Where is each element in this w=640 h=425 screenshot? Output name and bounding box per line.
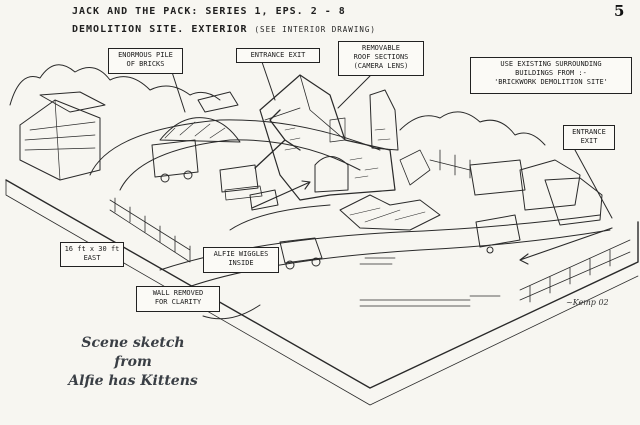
label-roof-line2: ROOF SECTIONS	[353, 53, 409, 61]
rubble	[339, 194, 441, 231]
label-dimensions: 16 ft x 30 ft EAST	[60, 242, 124, 267]
label-dimensions-line2: EAST	[83, 254, 101, 262]
page-number: 5	[614, 2, 625, 20]
label-wall-line1: WALL REMOVED	[152, 289, 204, 297]
label-entrance-exit-right: ENTRANCE EXIT	[563, 125, 615, 150]
scene-caption: Scene sketch from Alfie has Kittens	[58, 334, 208, 391]
label-bricks: ENORMOUS PILE OF BRICKS	[108, 48, 183, 74]
ground-plane-outline	[5, 179, 639, 389]
label-wall-line2: FOR CLARITY	[154, 298, 202, 306]
caption-line1: Scene sketch	[81, 335, 185, 351]
sheet-subtitle: DEMOLITION SITE. EXTERIOR (SEE INTERIOR …	[72, 24, 376, 35]
sheet-subtitle-note: (SEE INTERIOR DRAWING)	[254, 25, 376, 34]
label-entrance-right-line2: EXIT	[580, 137, 598, 145]
label-wall-removed: WALL REMOVED FOR CLARITY	[136, 286, 220, 312]
brick-pile	[159, 117, 241, 143]
label-existing-buildings: USE EXISTING SURROUNDING BUILDINGS FROM …	[470, 57, 632, 94]
sheet-title: JACK AND THE PACK: SERIES 1, EPS. 2 - 8	[72, 6, 346, 17]
artist-signature: ~Kemp 02	[566, 298, 609, 307]
label-dimensions-line1: 16 ft x 30 ft	[64, 245, 120, 253]
ruined-building	[259, 74, 396, 201]
label-roof-sections: REMOVABLE ROOF SECTIONS (CAMERA LENS)	[338, 41, 424, 76]
jeep	[279, 237, 323, 264]
label-alfie-wiggles: ALFIE WIGGLES INSIDE	[203, 247, 279, 273]
caption-line3: Alfie has Kittens	[68, 373, 198, 389]
label-bricks-line1: ENORMOUS PILE	[118, 51, 173, 59]
label-roof-line3: (CAMERA LENS)	[353, 62, 409, 70]
label-entrance-exit-top: ENTRANCE EXIT	[236, 48, 320, 63]
label-alfie-line1: ALFIE WIGGLES	[213, 250, 269, 258]
label-alfie-line2: INSIDE	[228, 259, 254, 267]
excavator	[219, 164, 259, 193]
label-roof-line1: REMOVABLE	[362, 44, 400, 52]
label-entrance-right-line1: ENTRANCE	[572, 128, 606, 136]
sheet-subtitle-main: DEMOLITION SITE. EXTERIOR	[72, 24, 248, 35]
caravan	[475, 214, 521, 248]
label-bricks-line2: OF BRICKS	[126, 60, 165, 68]
label-buildings-line2: BUILDINGS FROM :-	[515, 69, 587, 77]
label-buildings-line3: 'BRICKWORK DEMOLITION SITE'	[494, 78, 608, 86]
label-buildings-line1: USE EXISTING SURROUNDING	[500, 60, 602, 68]
caption-line2: from	[114, 354, 152, 370]
